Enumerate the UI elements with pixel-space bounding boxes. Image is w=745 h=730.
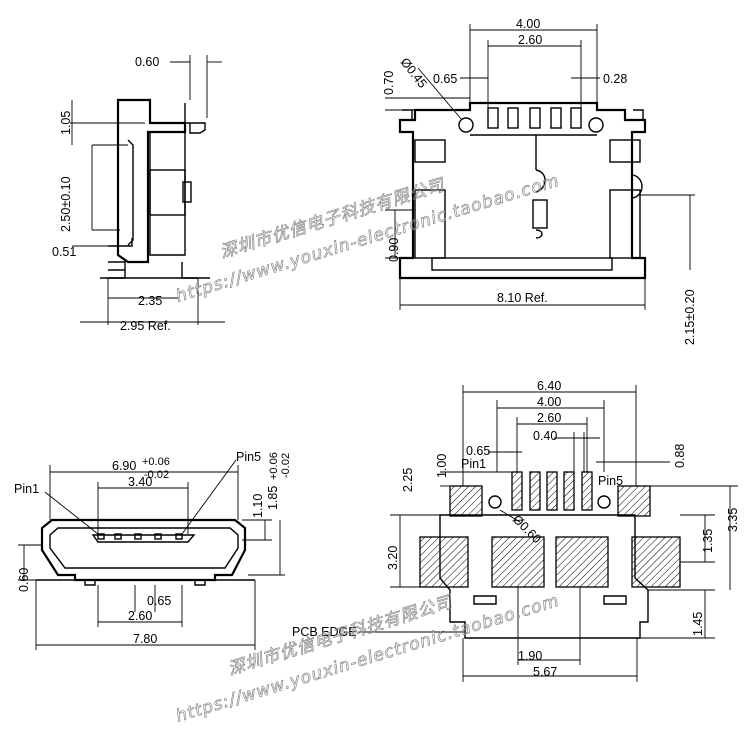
front-dim-185-tol-top: +0.06 — [268, 452, 280, 480]
top-dim-028: 0.28 — [603, 72, 627, 86]
front-pin1: Pin1 — [14, 482, 39, 496]
fp-dim-088: 0.88 — [673, 444, 687, 468]
top-dim-215: 2.15±0.20 — [683, 289, 697, 345]
side-dim-051: 0.51 — [52, 245, 76, 259]
front-dim-260: 2.60 — [128, 609, 152, 623]
fp-dim-320: 3.20 — [386, 546, 400, 570]
fp-dim-145: 1.45 — [691, 612, 705, 636]
fp-pcb-edge: PCB EDGE — [292, 625, 357, 639]
front-dim-340: 3.40 — [128, 475, 152, 489]
fp-dim-190: 1.90 — [518, 649, 542, 663]
side-dim-295: 2.95 Ref. — [120, 319, 171, 333]
top-dim-810: 8.10 Ref. — [497, 291, 548, 305]
top-dim-070: 0.70 — [382, 71, 396, 95]
front-dim-065: 0.65 — [147, 594, 171, 608]
top-dim-400: 4.00 — [516, 17, 540, 31]
front-dim-690: 6.90 — [112, 459, 136, 473]
front-dim-690-tol-bot: -0.02 — [144, 469, 169, 481]
fp-dim-225: 2.25 — [401, 468, 415, 492]
front-dim-185-tol-bot: -0.02 — [280, 453, 292, 478]
fp-dim-640: 6.40 — [537, 379, 561, 393]
fp-dim-040: 0.40 — [533, 429, 557, 443]
front-dim-060: 0.60 — [17, 568, 31, 592]
fp-dim-100: 1.00 — [435, 454, 449, 478]
top-dim-045: Ø0.45 — [398, 55, 430, 90]
fp-pin5: Pin5 — [598, 474, 623, 488]
pcb-footprint: 6.40 4.00 2.60 0.40 0.65 0.88 Pin1 Pin5 … — [292, 379, 740, 682]
side-dim-060: 0.60 — [135, 55, 159, 69]
front-view: Pin1 Pin5 6.90 +0.06 -0.02 3.40 1.10 1.8… — [14, 450, 292, 650]
side-dim-250: 2.50±0.10 — [59, 176, 73, 232]
front-pin5: Pin5 — [236, 450, 261, 464]
side-dim-235: 2.35 — [138, 294, 162, 308]
fp-dim-567: 5.67 — [533, 665, 557, 679]
fp-dim-260: 2.60 — [537, 411, 561, 425]
front-dim-185: 1.85 — [266, 486, 280, 510]
front-dim-110: 1.10 — [251, 494, 265, 518]
watermark: 深圳市优信电子科技有限公司 https://www.youxin-electro… — [173, 170, 562, 727]
side-dim-105: 1.05 — [59, 111, 73, 135]
fp-dim-335: 3.35 — [726, 508, 740, 532]
side-view: 0.60 1.05 2.50±0.10 0.51 2.35 2.95 Ref. — [52, 55, 225, 333]
fp-dim-065: 0.65 — [466, 444, 490, 458]
fp-dim-135: 1.35 — [701, 529, 715, 553]
top-dim-260: 2.60 — [518, 33, 542, 47]
front-dim-780: 7.80 — [133, 632, 157, 646]
front-dim-690-tol-top: +0.06 — [142, 456, 170, 468]
fp-dim-400: 4.00 — [537, 395, 561, 409]
top-dim-090: 0.90 — [387, 238, 401, 262]
top-dim-065: 0.65 — [433, 72, 457, 86]
fp-pin1: Pin1 — [461, 457, 486, 471]
